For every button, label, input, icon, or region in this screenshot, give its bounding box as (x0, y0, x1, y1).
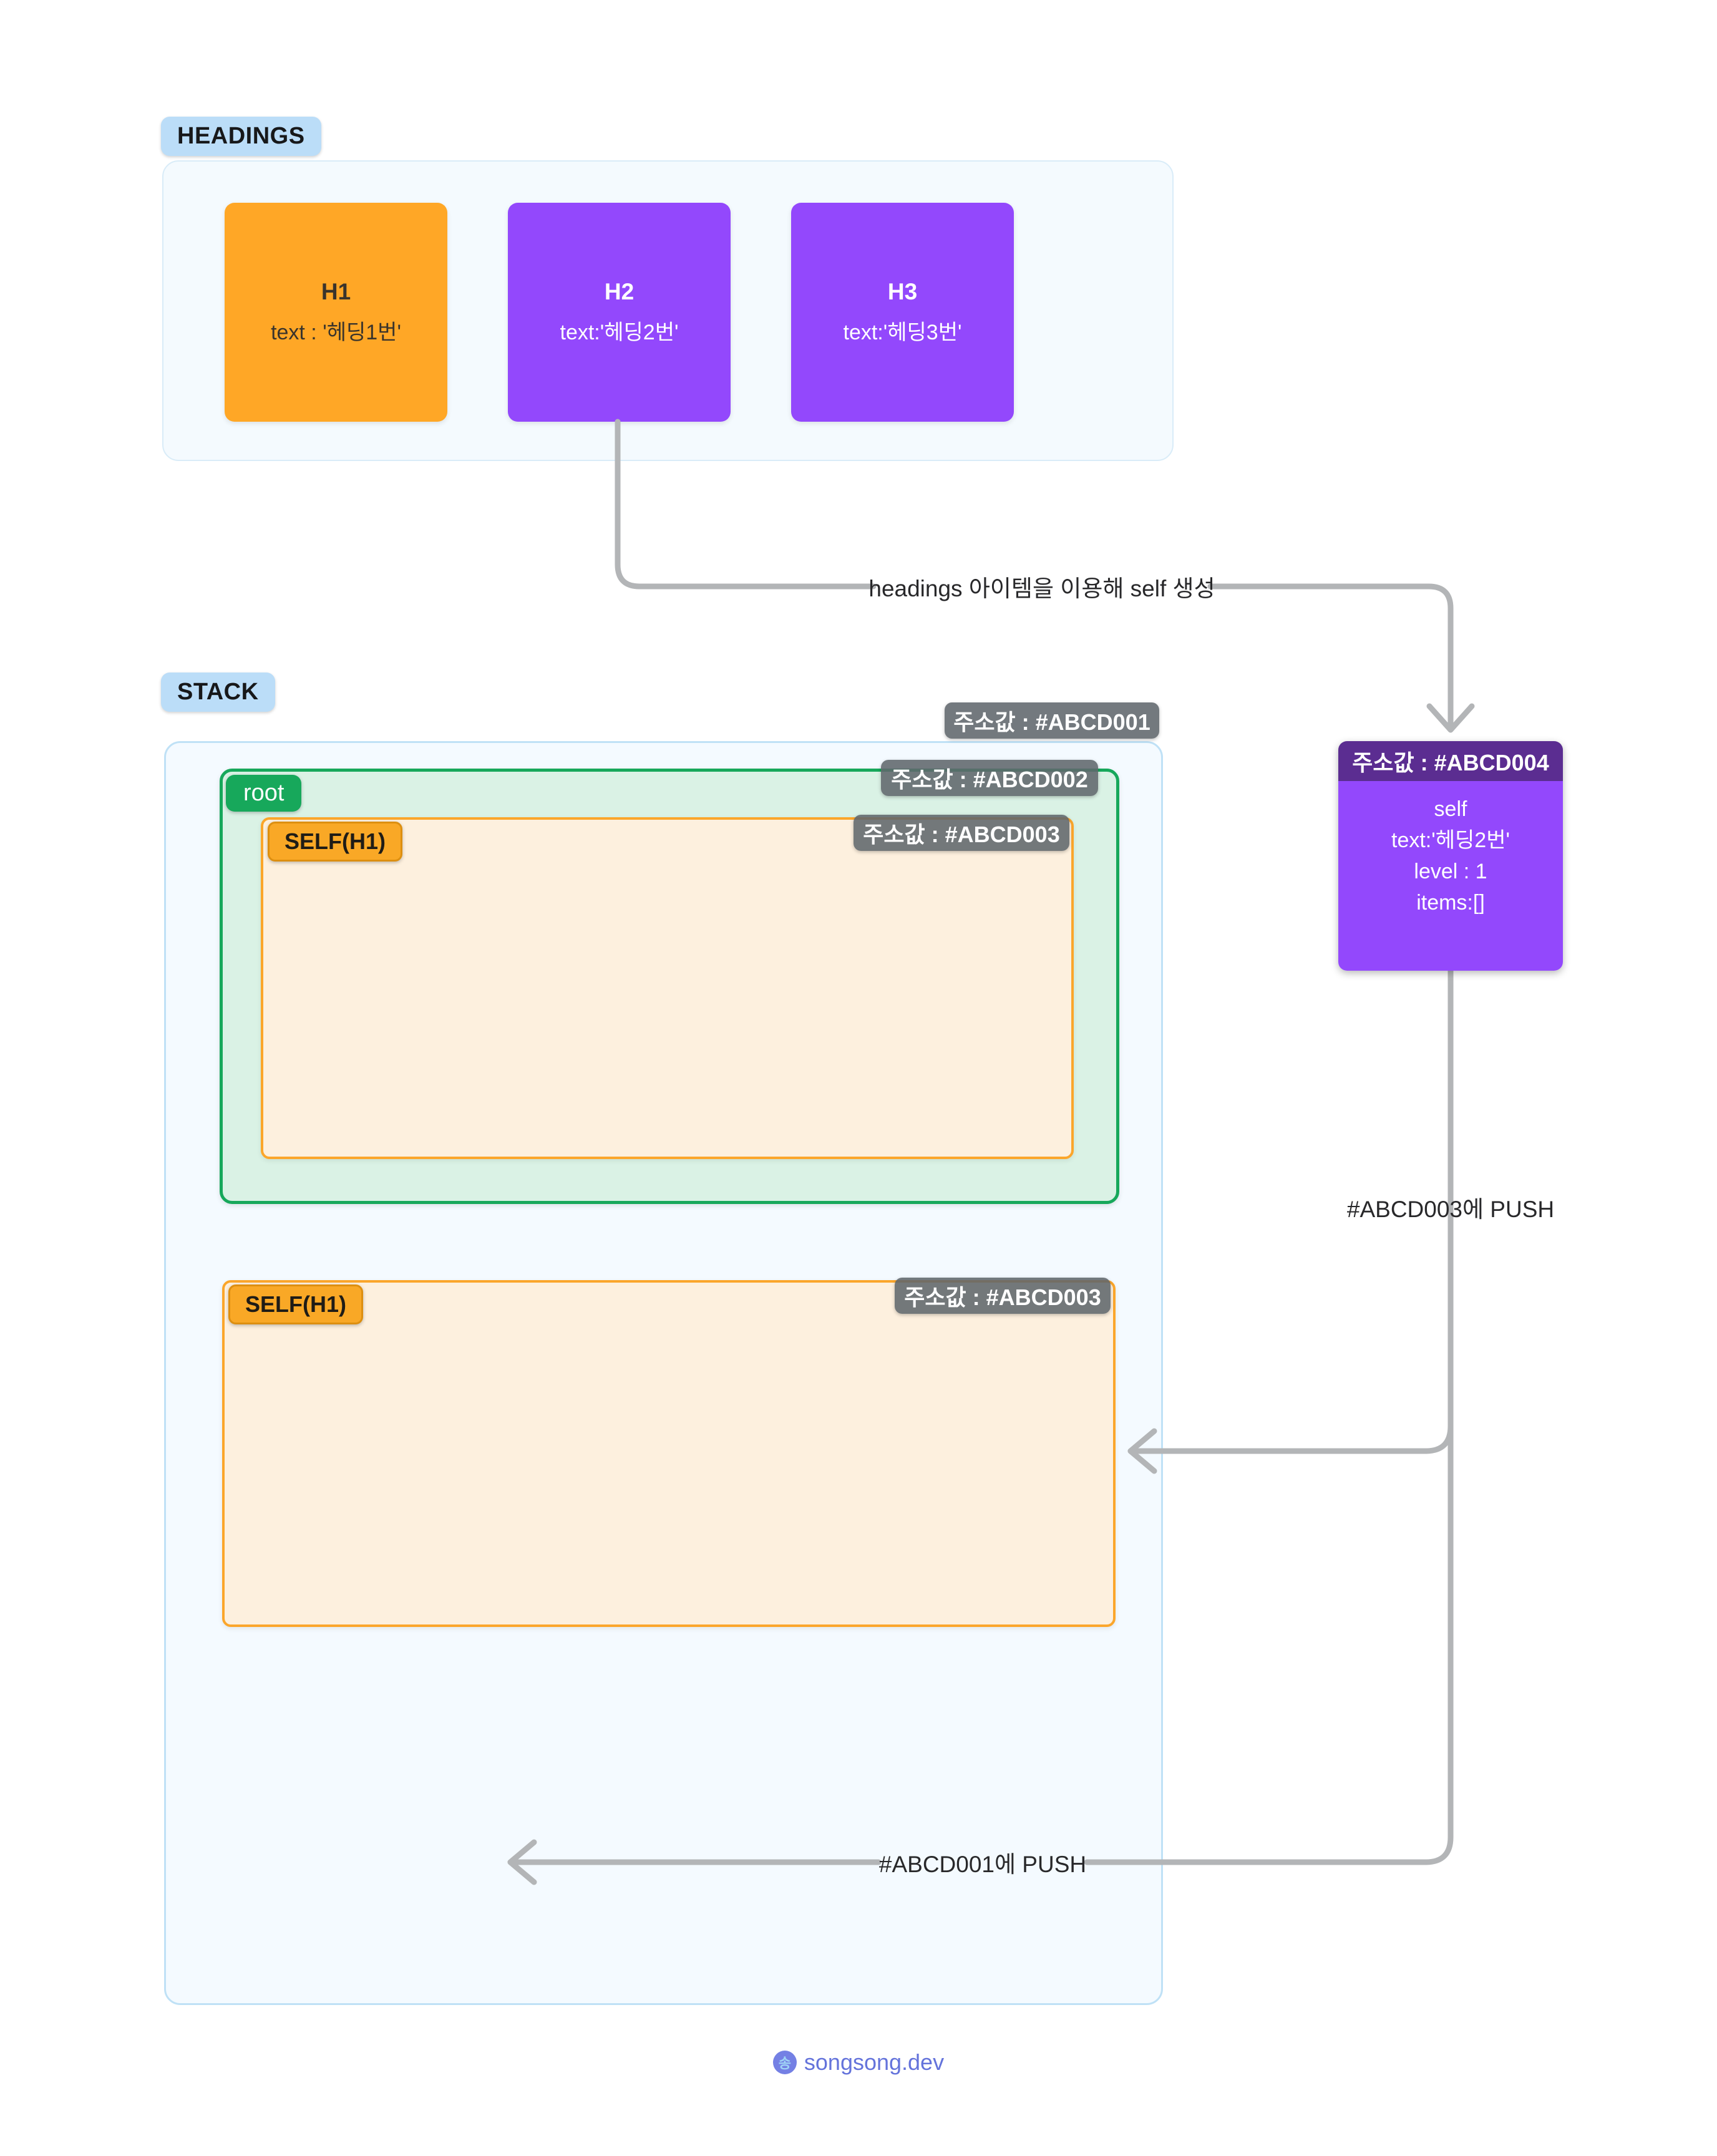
self-h1-label: SELF(H1) (228, 1284, 363, 1324)
heading-card-text: text : '헤딩1번' (271, 321, 401, 344)
address-badge-abcd002: 주소값 : #ABCD002 (881, 760, 1098, 796)
address-badge-abcd003: 주소값 : #ABCD003 (854, 815, 1069, 851)
self-box-in-root (261, 817, 1074, 1159)
address-badge-abcd003: 주소값 : #ABCD003 (895, 1278, 1111, 1314)
label-push-abcd003: #ABCD003에 PUSH (1346, 1197, 1555, 1222)
address-badge-abcd004: 주소값 : #ABCD004 (1338, 741, 1563, 781)
popped-self-box (222, 1280, 1116, 1627)
footer-brand: songsong.dev (804, 2049, 945, 2075)
self-node-line: level : 1 (1414, 860, 1487, 883)
self-node: 주소값 : #ABCD004 self text:'헤딩2번' level : … (1338, 741, 1563, 971)
stack-section-label: STACK (161, 673, 275, 712)
footer: 송 songsong.dev (0, 2049, 1717, 2076)
arrow-create-self-line (1207, 583, 1454, 731)
songsong-logo-icon: 송 (772, 2051, 797, 2074)
heading-card-text: text:'헤딩2번' (560, 321, 679, 344)
self-node-line: text:'헤딩2번' (1391, 828, 1510, 852)
self-h1-label: SELF(H1) (268, 822, 402, 862)
heading-card-title: H2 (604, 279, 635, 304)
heading-card-text: text:'헤딩3번' (843, 321, 962, 344)
headings-section-label: HEADINGS (161, 117, 321, 156)
self-node-body: self text:'헤딩2번' level : 1 items:[] (1338, 781, 1563, 971)
self-node-line: self (1434, 797, 1467, 821)
address-badge-abcd001: 주소값 : #ABCD001 (945, 702, 1159, 739)
heading-card-title: H1 (321, 279, 351, 304)
label-create-self: headings 아이템을 이용해 self 생성 (868, 576, 1215, 601)
label-push-abcd001: #ABCD001에 PUSH (878, 1852, 1087, 1877)
heading-card-h3: H3 text:'헤딩3번' (791, 203, 1014, 422)
root-label: root (226, 775, 302, 812)
heading-card-h1: H1 text : '헤딩1번' (225, 203, 447, 422)
self-node-line: items:[] (1416, 891, 1485, 915)
headings-container: H1 text : '헤딩1번' H2 text:'헤딩2번' H3 text:… (162, 160, 1174, 461)
arrowhead-down-icon (1426, 703, 1475, 733)
heading-card-title: H3 (887, 279, 918, 304)
heading-card-h2: H2 text:'헤딩2번' (508, 203, 731, 422)
